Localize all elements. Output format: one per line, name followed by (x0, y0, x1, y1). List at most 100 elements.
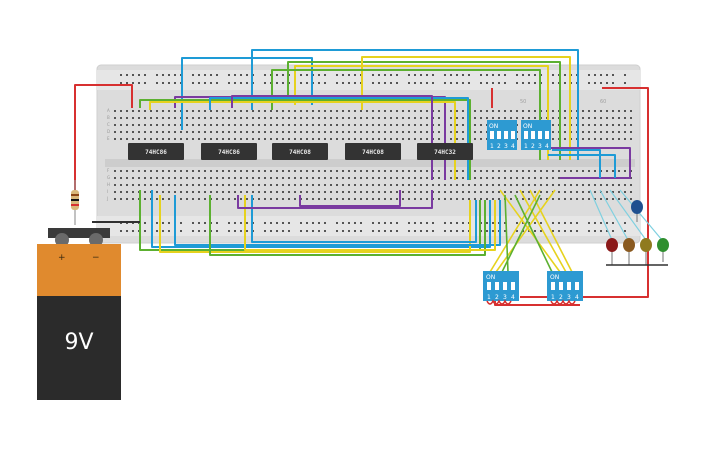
breadboard-hole (264, 124, 266, 126)
breadboard-hole (258, 191, 260, 193)
dip-switch-1-pin-4: 4 (511, 143, 515, 150)
chips: 74HC86 74HC86 74HC08 74HC08 74HC32 (128, 143, 473, 160)
dip-switch-3-toggle[interactable] (511, 282, 515, 290)
breadboard-hole (474, 117, 476, 119)
breadboard-hole (330, 191, 332, 193)
breadboard-hole (168, 110, 170, 112)
breadboard-hole (564, 184, 566, 186)
battery-resistor[interactable] (71, 180, 79, 225)
breadboard-hole (318, 138, 320, 140)
breadboard-hole (462, 131, 464, 133)
breadboard-hole (330, 198, 332, 200)
chip-5[interactable]: 74HC32 (417, 143, 473, 160)
dip-switch-2-toggle[interactable] (524, 131, 528, 139)
wire-red-battery (74, 84, 133, 195)
dip-switch-3[interactable]: ON 1 2 3 4 (483, 271, 519, 301)
dip-switch-4[interactable]: ON 1 2 3 4 (547, 271, 583, 301)
led-orange[interactable] (623, 238, 635, 265)
breadboard-hole (492, 74, 494, 76)
breadboard-hole (120, 82, 122, 84)
dip-switch-4-pin-2: 2 (559, 294, 563, 301)
breadboard-hole (600, 124, 602, 126)
breadboard-hole (306, 222, 308, 224)
led-blue[interactable] (631, 200, 643, 222)
wire-cyan-led-3 (609, 189, 647, 241)
breadboard-hole (132, 170, 134, 172)
chip-4[interactable]: 74HC08 (345, 143, 401, 160)
breadboard-hole (504, 117, 506, 119)
breadboard-hole (612, 131, 614, 133)
breadboard-hole (522, 170, 524, 172)
breadboard-hole (408, 230, 410, 232)
dip-switch-1-toggle[interactable] (497, 131, 501, 139)
breadboard-hole (144, 184, 146, 186)
breadboard-hole (426, 138, 428, 140)
breadboard-hole (174, 170, 176, 172)
wire-blue-5 (552, 149, 601, 178)
breadboard-hole (192, 82, 194, 84)
led-green[interactable] (657, 238, 669, 262)
breadboard-hole (126, 230, 128, 232)
breadboard-hole (414, 131, 416, 133)
breadboard-hole (144, 74, 146, 76)
breadboard-hole (252, 191, 254, 193)
dip-switch-1-toggle[interactable] (504, 131, 508, 139)
dip-switch-2-toggle[interactable] (538, 131, 542, 139)
breadboard-hole (288, 131, 290, 133)
breadboard-hole (354, 230, 356, 232)
wires (74, 49, 663, 306)
breadboard-hole (150, 124, 152, 126)
breadboard-hole (450, 198, 452, 200)
breadboard-hole (456, 198, 458, 200)
breadboard-hole (534, 117, 536, 119)
led-yellow[interactable] (640, 238, 652, 265)
chip-2[interactable]: 74HC86 (201, 143, 257, 160)
breadboard-hole (480, 124, 482, 126)
breadboard-hole (180, 198, 182, 200)
breadboard-hole (132, 131, 134, 133)
breadboard-hole (342, 222, 344, 224)
breadboard-hole (420, 124, 422, 126)
dip-switch-1[interactable]: ON 1 2 3 4 (487, 120, 517, 150)
led-red[interactable] (606, 238, 618, 265)
dip-switch-4-toggle[interactable] (559, 282, 563, 290)
dip-switch-4-toggle[interactable] (551, 282, 555, 290)
dip-switch-4-toggle[interactable] (567, 282, 571, 290)
breadboard-hole (390, 117, 392, 119)
breadboard-hole (510, 117, 512, 119)
dip-switch-1-toggle[interactable] (511, 131, 515, 139)
dip-switch-2[interactable]: ON 1 2 3 4 (521, 120, 551, 150)
breadboard-hole (504, 110, 506, 112)
breadboard-hole (294, 170, 296, 172)
breadboard-hole (528, 82, 530, 84)
breadboard-hole (240, 110, 242, 112)
resistor-loop (486, 299, 512, 305)
chip-1[interactable]: 74HC86 (128, 143, 184, 160)
breadboard-hole (612, 170, 614, 172)
battery-9v[interactable]: + − 9V (37, 228, 121, 400)
breadboard-hole (132, 124, 134, 126)
breadboard-hole (216, 138, 218, 140)
wire-green-fan-3 (514, 194, 553, 273)
breadboard-hole (402, 191, 404, 193)
chip-3[interactable]: 74HC08 (272, 143, 328, 160)
breadboard-hole (360, 131, 362, 133)
breadboard-hole (594, 82, 596, 84)
breadboard-hole (498, 184, 500, 186)
breadboard-hole (270, 170, 272, 172)
dip-switch-3-toggle[interactable] (503, 282, 507, 290)
breadboard-hole (312, 131, 314, 133)
dip-switch-4-toggle[interactable] (575, 282, 579, 290)
dip-switch-2-toggle[interactable] (531, 131, 535, 139)
breadboard-hole (534, 177, 536, 179)
breadboard-hole (270, 124, 272, 126)
breadboard-hole (324, 82, 326, 84)
dip-switch-1-toggle[interactable] (490, 131, 494, 139)
breadboard-hole (348, 230, 350, 232)
dip-switch-3-toggle[interactable] (487, 282, 491, 290)
breadboard-hole (426, 124, 428, 126)
breadboard-hole (234, 170, 236, 172)
breadboard-hole (132, 191, 134, 193)
dip-switch-2-toggle[interactable] (545, 131, 549, 139)
dip-switch-3-toggle[interactable] (495, 282, 499, 290)
